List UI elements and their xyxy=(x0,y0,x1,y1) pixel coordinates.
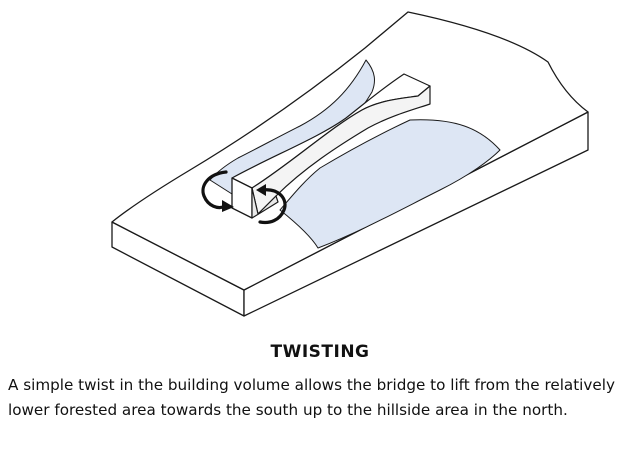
twisting-diagram xyxy=(111,11,589,317)
twisting-bridge-volume xyxy=(231,73,431,219)
lowland-area xyxy=(279,119,501,249)
caption-body: A simple twist in the building volume al… xyxy=(8,376,615,419)
rotation-arrow-left xyxy=(201,170,234,212)
caption-title: TWISTING xyxy=(270,342,370,362)
rotation-arrow-right xyxy=(256,184,287,225)
